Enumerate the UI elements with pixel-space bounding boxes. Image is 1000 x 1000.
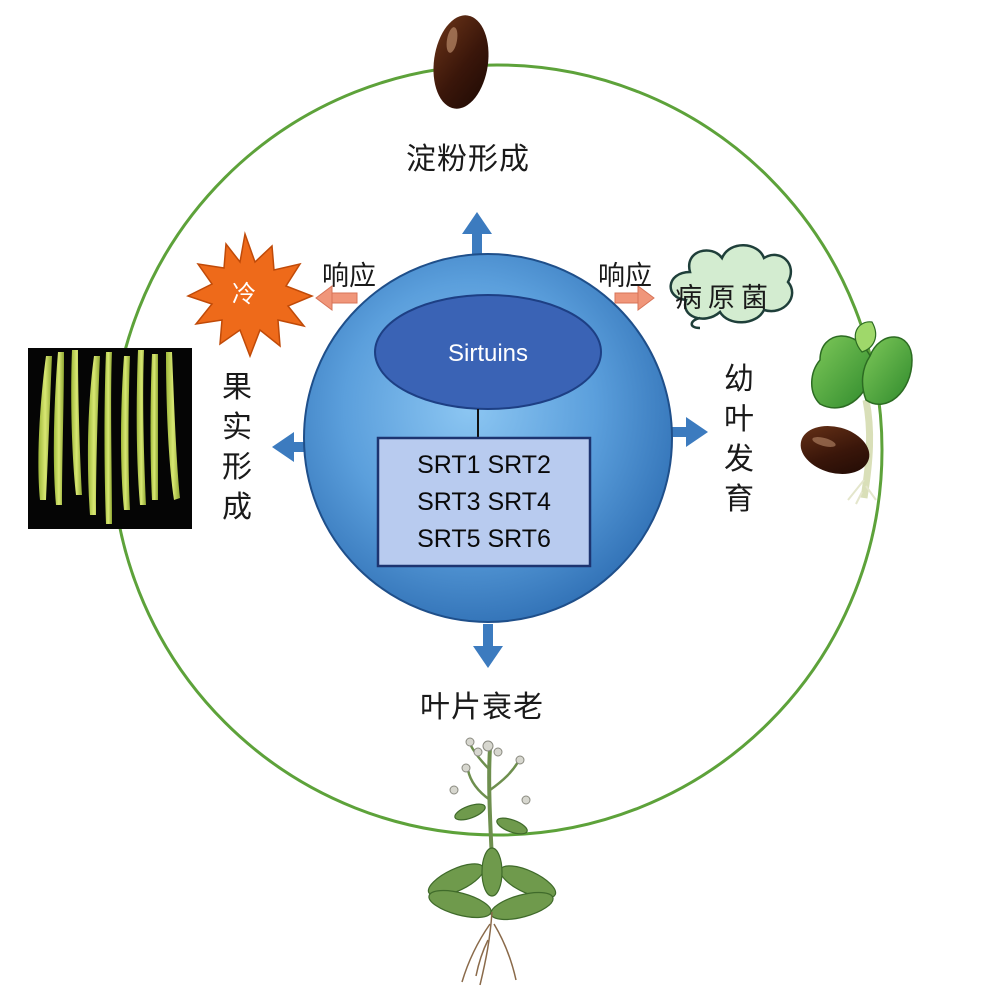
response-arrow-left (315, 285, 358, 311)
label-pathogen: 病原菌 (675, 283, 774, 314)
cold-burst (186, 231, 315, 359)
label-response-pathogen: 响应 (598, 261, 652, 292)
sirtuins-ellipse (374, 294, 602, 410)
starch-seed-image (433, 15, 489, 109)
label-response-cold: 响应 (322, 261, 376, 292)
label-cold: 冷 (232, 280, 256, 308)
label-starch-formation: 淀粉形成 (406, 142, 530, 177)
seedling-image (800, 321, 913, 505)
pathogen-cloud (669, 244, 794, 330)
srt-members-row-2: SRT3 SRT4 (417, 488, 551, 516)
label-young-leaf-development: 幼叶发育 (724, 362, 754, 517)
arrow-up (462, 212, 492, 262)
srt-members-row-1: SRT1 SRT2 (417, 451, 551, 479)
label-leaf-senescence: 叶片衰老 (420, 690, 544, 725)
srt-members-list: SRT1 SRT2 SRT3 SRT4 SRT5 SRT6 (378, 438, 590, 566)
arrow-down (473, 624, 503, 668)
srt-members-box (376, 436, 592, 568)
response-arrow-right (614, 285, 655, 311)
fruit-pods-image (28, 348, 192, 529)
label-fruit-formation: 果实形成 (222, 370, 252, 525)
arrow-right (664, 417, 708, 447)
senescing-plant-image (427, 737, 557, 986)
sirtuins-title: Sirtuins (448, 340, 528, 367)
srt-members-row-3: SRT5 SRT6 (417, 525, 551, 553)
